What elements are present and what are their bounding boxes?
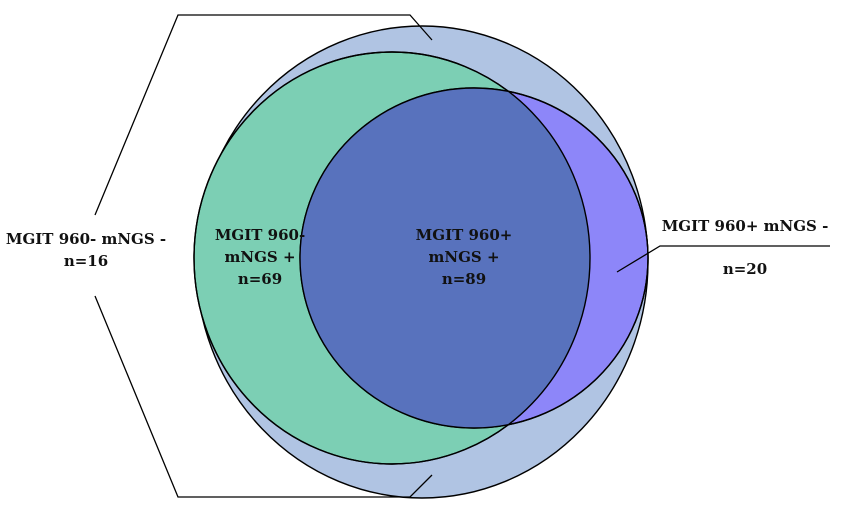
label-both-pos-line2: mNGS + xyxy=(428,248,500,266)
label-negative-both: MGIT 960- mNGS - n=16 xyxy=(6,228,166,272)
label-mgit-pos-mngs-neg: MGIT 960+ mNGS - xyxy=(662,215,829,237)
right-pointer-line xyxy=(616,245,830,273)
label-negative-both-count: n=16 xyxy=(63,252,109,270)
label-mgit-neg-mngs-pos-line1: MGIT 960- xyxy=(214,226,306,244)
label-mgit-pos-mngs-neg-count: n=20 xyxy=(722,260,768,278)
mgit-circle-outline xyxy=(299,87,649,429)
mngs-circle-outline xyxy=(193,51,591,465)
label-mgit-pos-mngs-neg-count-wrap: n=20 xyxy=(723,258,767,280)
overlap-region xyxy=(300,88,590,428)
label-both-pos-count: n=89 xyxy=(441,270,487,288)
label-negative-both-line1: MGIT 960- mNGS - xyxy=(5,230,167,248)
left-bracket-top xyxy=(94,14,433,216)
label-both-pos: MGIT 960+ mNGS + n=89 xyxy=(416,224,513,290)
label-mgit-neg-mngs-pos-count: n=69 xyxy=(237,270,283,288)
label-mgit-neg-mngs-pos-line2: mNGS + xyxy=(224,248,296,266)
label-both-pos-line1: MGIT 960+ xyxy=(415,226,513,244)
left-bracket-bottom xyxy=(94,295,433,498)
label-mgit-pos-mngs-neg-line1: MGIT 960+ mNGS - xyxy=(661,217,829,235)
label-mgit-neg-mngs-pos: MGIT 960- mNGS + n=69 xyxy=(215,224,305,290)
